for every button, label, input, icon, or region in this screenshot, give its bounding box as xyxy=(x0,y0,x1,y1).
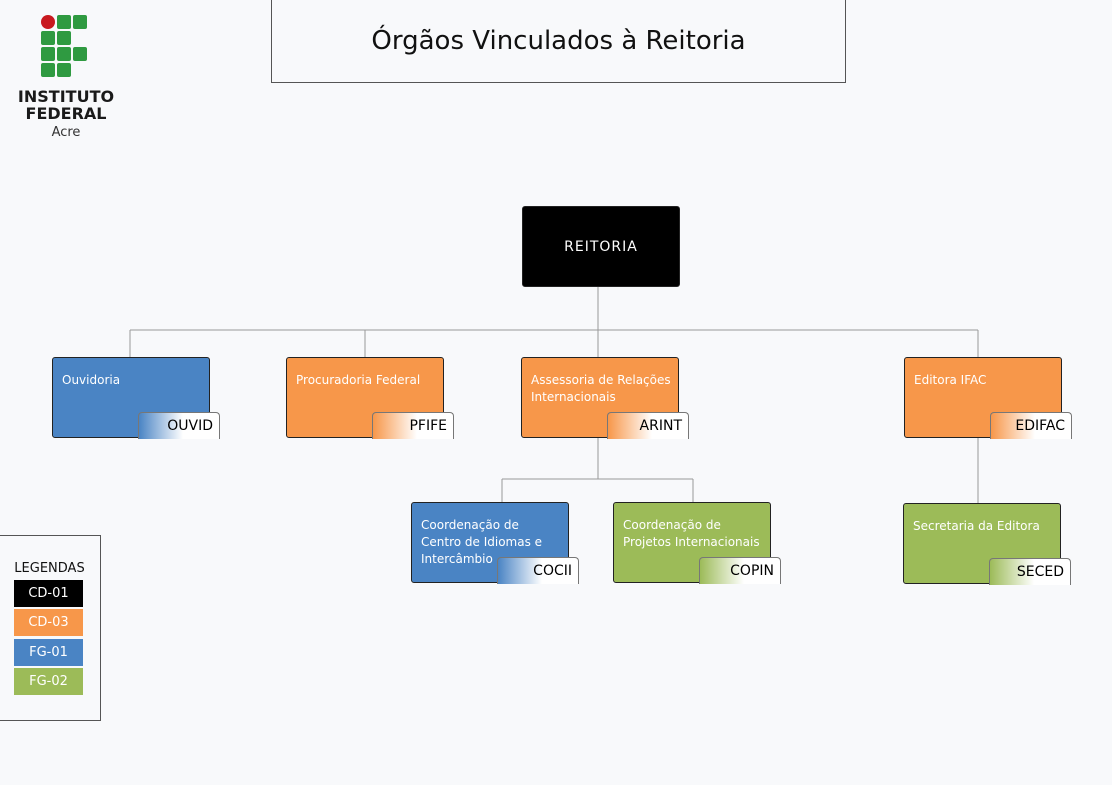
page-title: Órgãos Vinculados à Reitoria xyxy=(371,25,746,56)
legend-item-fg01: FG-01 xyxy=(14,639,83,666)
page-title-box: Órgãos Vinculados à Reitoria xyxy=(271,0,846,83)
logo-square xyxy=(57,15,71,29)
logo-square xyxy=(73,47,87,61)
node-procuradoria-label: Procuradoria Federal xyxy=(296,373,421,387)
node-copin-code: COPIN xyxy=(699,557,781,584)
node-cocii-label: Coordenação de Centro de Idiomas e Inter… xyxy=(421,518,543,566)
node-assessoria-code: ARINT xyxy=(607,412,689,439)
logo-square xyxy=(57,47,71,61)
node-procuradoria-code: PFIFE xyxy=(372,412,454,439)
node-reitoria[interactable]: REITORIA xyxy=(522,206,680,287)
logo-text-federal: FEDERAL xyxy=(25,104,107,123)
node-seced-code: SECED xyxy=(989,558,1071,585)
node-ouvidoria[interactable]: Ouvidoria OUVID xyxy=(52,357,220,439)
node-cocii-code: COCII xyxy=(497,557,579,584)
logo-square xyxy=(57,31,71,45)
logo-square xyxy=(57,63,71,77)
logo-red-dot xyxy=(41,15,55,29)
legend-title: LEGENDAS xyxy=(14,561,85,576)
institute-logo: INSTITUTO FEDERAL Acre xyxy=(12,12,120,142)
node-procuradoria[interactable]: Procuradoria Federal PFIFE xyxy=(286,357,454,439)
node-copin[interactable]: Coordenação de Projetos Internacionais C… xyxy=(613,502,781,584)
node-cocii[interactable]: Coordenação de Centro de Idiomas e Inter… xyxy=(411,502,579,584)
node-ouvidoria-label: Ouvidoria xyxy=(62,373,121,387)
logo-square xyxy=(41,63,55,77)
node-editora-code: EDIFAC xyxy=(990,412,1072,439)
logo-text-instituto: INSTITUTO xyxy=(17,87,115,106)
node-seced-label: Secretaria da Editora xyxy=(913,519,1040,533)
node-reitoria-label: REITORIA xyxy=(564,238,638,255)
node-copin-label: Coordenação de Projetos Internacionais xyxy=(623,518,760,549)
legend-box: LEGENDAS CD-01 CD-03 FG-01 FG-02 xyxy=(0,535,101,721)
legend-item-fg02: FG-02 xyxy=(14,668,83,695)
node-seced[interactable]: Secretaria da Editora SECED xyxy=(903,503,1071,585)
logo-square xyxy=(41,31,55,45)
legend-item-cd03: CD-03 xyxy=(14,609,83,636)
logo-text-acre: Acre xyxy=(51,125,81,140)
node-assessoria-label: Assessoria de Relações Internacionais xyxy=(531,373,671,404)
node-editora[interactable]: Editora IFAC EDIFAC xyxy=(904,357,1072,439)
logo-square xyxy=(73,15,87,29)
node-ouvidoria-code: OUVID xyxy=(138,412,220,439)
legend-item-cd01: CD-01 xyxy=(14,580,83,607)
node-editora-label: Editora IFAC xyxy=(914,373,987,387)
logo-square xyxy=(41,47,55,61)
node-assessoria[interactable]: Assessoria de Relações Internacionais AR… xyxy=(521,357,689,439)
